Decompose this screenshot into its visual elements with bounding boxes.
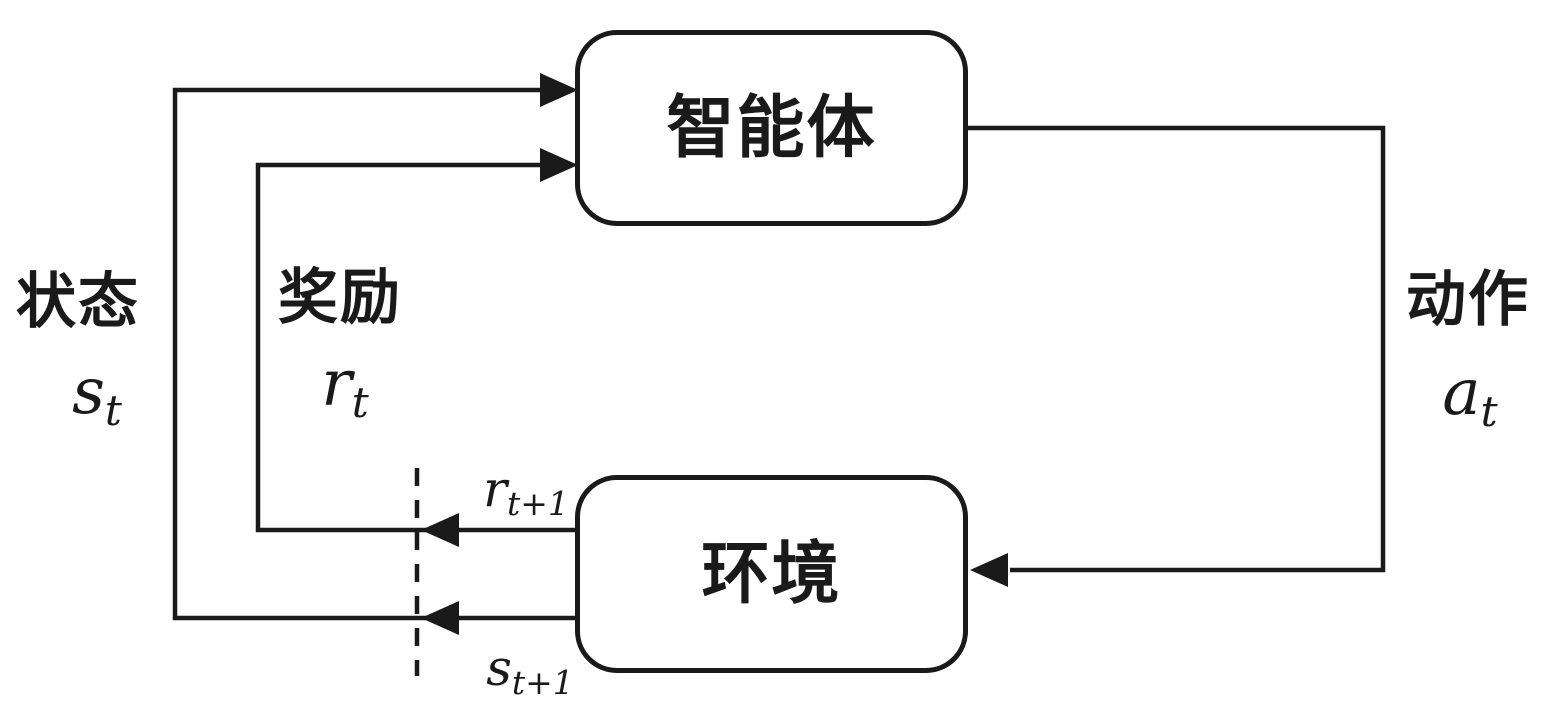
action-line (966, 125, 1386, 573)
action-symbol: at (1442, 361, 1497, 433)
state-symbol-subscript: t (104, 385, 122, 435)
next-state-symbol-base: s (486, 638, 512, 697)
state-feedback-line (172, 87, 575, 621)
reward-symbol: rt (321, 352, 369, 424)
reward-into-agent-arrowhead-icon (540, 148, 578, 182)
environment-box: 环境 (575, 475, 968, 673)
state-into-agent-arrowhead-icon (540, 73, 578, 107)
next-state-symbol-subscript: t+1 (511, 663, 574, 703)
next-state-arrowhead-icon (421, 601, 459, 635)
next-reward-symbol-base: r (483, 459, 507, 518)
state-symbol-base: s (72, 354, 105, 429)
reward-symbol-base: r (321, 346, 352, 421)
state-label: 状态 (16, 269, 140, 335)
action-symbol-base: a (1442, 355, 1481, 430)
action-symbol-subscript: t (1480, 386, 1498, 436)
action-into-environment-arrowhead-icon (970, 553, 1008, 587)
next-state-symbol: st+1 (486, 643, 574, 699)
agent-box: 智能体 (575, 30, 968, 226)
reward-label: 奖励 (278, 265, 402, 331)
next-reward-arrowhead-icon (421, 513, 459, 547)
next-reward-symbol-subscript: t+1 (506, 484, 569, 524)
next-reward-symbol: rt+1 (483, 464, 569, 520)
state-symbol: st (72, 360, 122, 432)
action-label: 动作 (1406, 267, 1530, 333)
agent-label: 智能体 (666, 90, 877, 166)
environment-label: 环境 (701, 536, 842, 612)
reward-symbol-subscript: t (351, 377, 369, 427)
